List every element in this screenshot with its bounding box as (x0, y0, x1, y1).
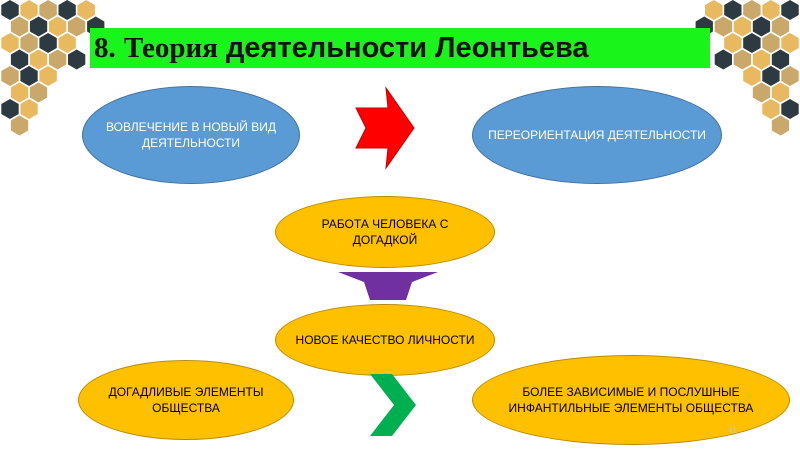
hexagon-tile (10, 115, 29, 136)
hexagon-tile (20, 0, 38, 20)
hexagon-tile (10, 82, 29, 103)
hexagon-tile (762, 33, 780, 53)
hexagon-tile (771, 16, 790, 37)
hexagon-tile (733, 49, 751, 70)
title-rest: деятельности Леонтьева (226, 31, 589, 64)
hexagon-tile (68, 16, 86, 37)
hexagon-tile (29, 82, 48, 103)
guessing-elements-node: ДОГАДЛИВЫЕ ЭЛЕМЕНТЫ ОБЩЕСТВА (78, 360, 294, 440)
hexagon-tile (58, 0, 76, 20)
hexagon-tile (781, 33, 799, 53)
hexagon-tile (743, 0, 761, 20)
hexagon-tile (781, 66, 799, 86)
hexagon-pattern-right (695, 0, 799, 136)
hexagon-tile (781, 99, 799, 119)
hexagon-tile (781, 0, 799, 20)
hexagon-tile (77, 0, 95, 20)
hexagon-tile (724, 0, 742, 20)
hexagon-tile (743, 33, 761, 53)
hexagon-tile (743, 66, 761, 86)
hexagon-pattern-left (1, 0, 105, 136)
hexagon-tile (20, 66, 38, 86)
hexagon-tile (762, 0, 780, 20)
hexagon-tile (10, 16, 29, 37)
work-with-guess-node: РАБОТА ЧЕЛОВЕКА С ДОГАДКОЙ (275, 196, 495, 268)
hexagon-tile (20, 99, 38, 119)
hexagon-tile (771, 115, 790, 136)
hexagon-tile (733, 16, 751, 37)
hexagon-tile (20, 33, 38, 53)
hexagon-tile (58, 33, 76, 53)
title-bar: 8. Теория деятельности Леонтьева (90, 28, 710, 68)
page-number: 41 (728, 426, 737, 435)
new-quality-node: НОВОЕ КАЧЕСТВО ЛИЧНОСТИ (275, 304, 495, 376)
green-chevron-right-icon (370, 374, 416, 436)
hexagon-tile (714, 16, 732, 37)
hexagon-tile (762, 66, 780, 86)
involvement-node: ВОВЛЕЧЕНИЕ В НОВЫЙ ВИД ДЕЯТЕЛЬНОСТИ (82, 86, 300, 184)
hexagon-tile (752, 16, 771, 37)
slide-title: 8. Теория деятельности Леонтьева (90, 32, 589, 65)
hexagon-tile (49, 16, 67, 37)
hexagon-tile (1, 33, 19, 53)
title-word-theory: Теория (123, 31, 218, 64)
hexagon-tile (10, 49, 29, 70)
reorientation-node: ПЕРЕОРИЕНТАЦИЯ ДЕЯТЕЛЬНОСТИ (472, 86, 722, 184)
hexagon-tile (752, 49, 771, 70)
hexagon-tile (1, 0, 19, 20)
hexagon-tile (771, 82, 790, 103)
hexagon-tile (705, 0, 723, 20)
dependent-elements-node: БОЛЕЕ ЗАВИСИМЫЕ И ПОСЛУШНЫЕ ИНФАНТИЛЬНЫЕ… (472, 355, 790, 445)
hexagon-tile (68, 49, 86, 70)
title-number: 8. (94, 31, 116, 64)
hexagon-tile (29, 16, 48, 37)
hexagon-tile (39, 33, 57, 53)
hexagon-tile (1, 66, 19, 86)
red-arrow-right-icon (355, 86, 415, 170)
hexagon-tile (39, 0, 57, 20)
hexagon-tile (762, 99, 780, 119)
hexagon-tile (1, 99, 19, 119)
hexagon-tile (39, 66, 57, 86)
hexagon-tile (714, 49, 732, 70)
hexagon-tile (771, 49, 790, 70)
hexagon-tile (29, 49, 48, 70)
hexagon-tile (49, 49, 67, 70)
purple-arrow-down-icon (338, 272, 438, 300)
hexagon-tile (724, 33, 742, 53)
hexagon-tile (752, 82, 771, 103)
